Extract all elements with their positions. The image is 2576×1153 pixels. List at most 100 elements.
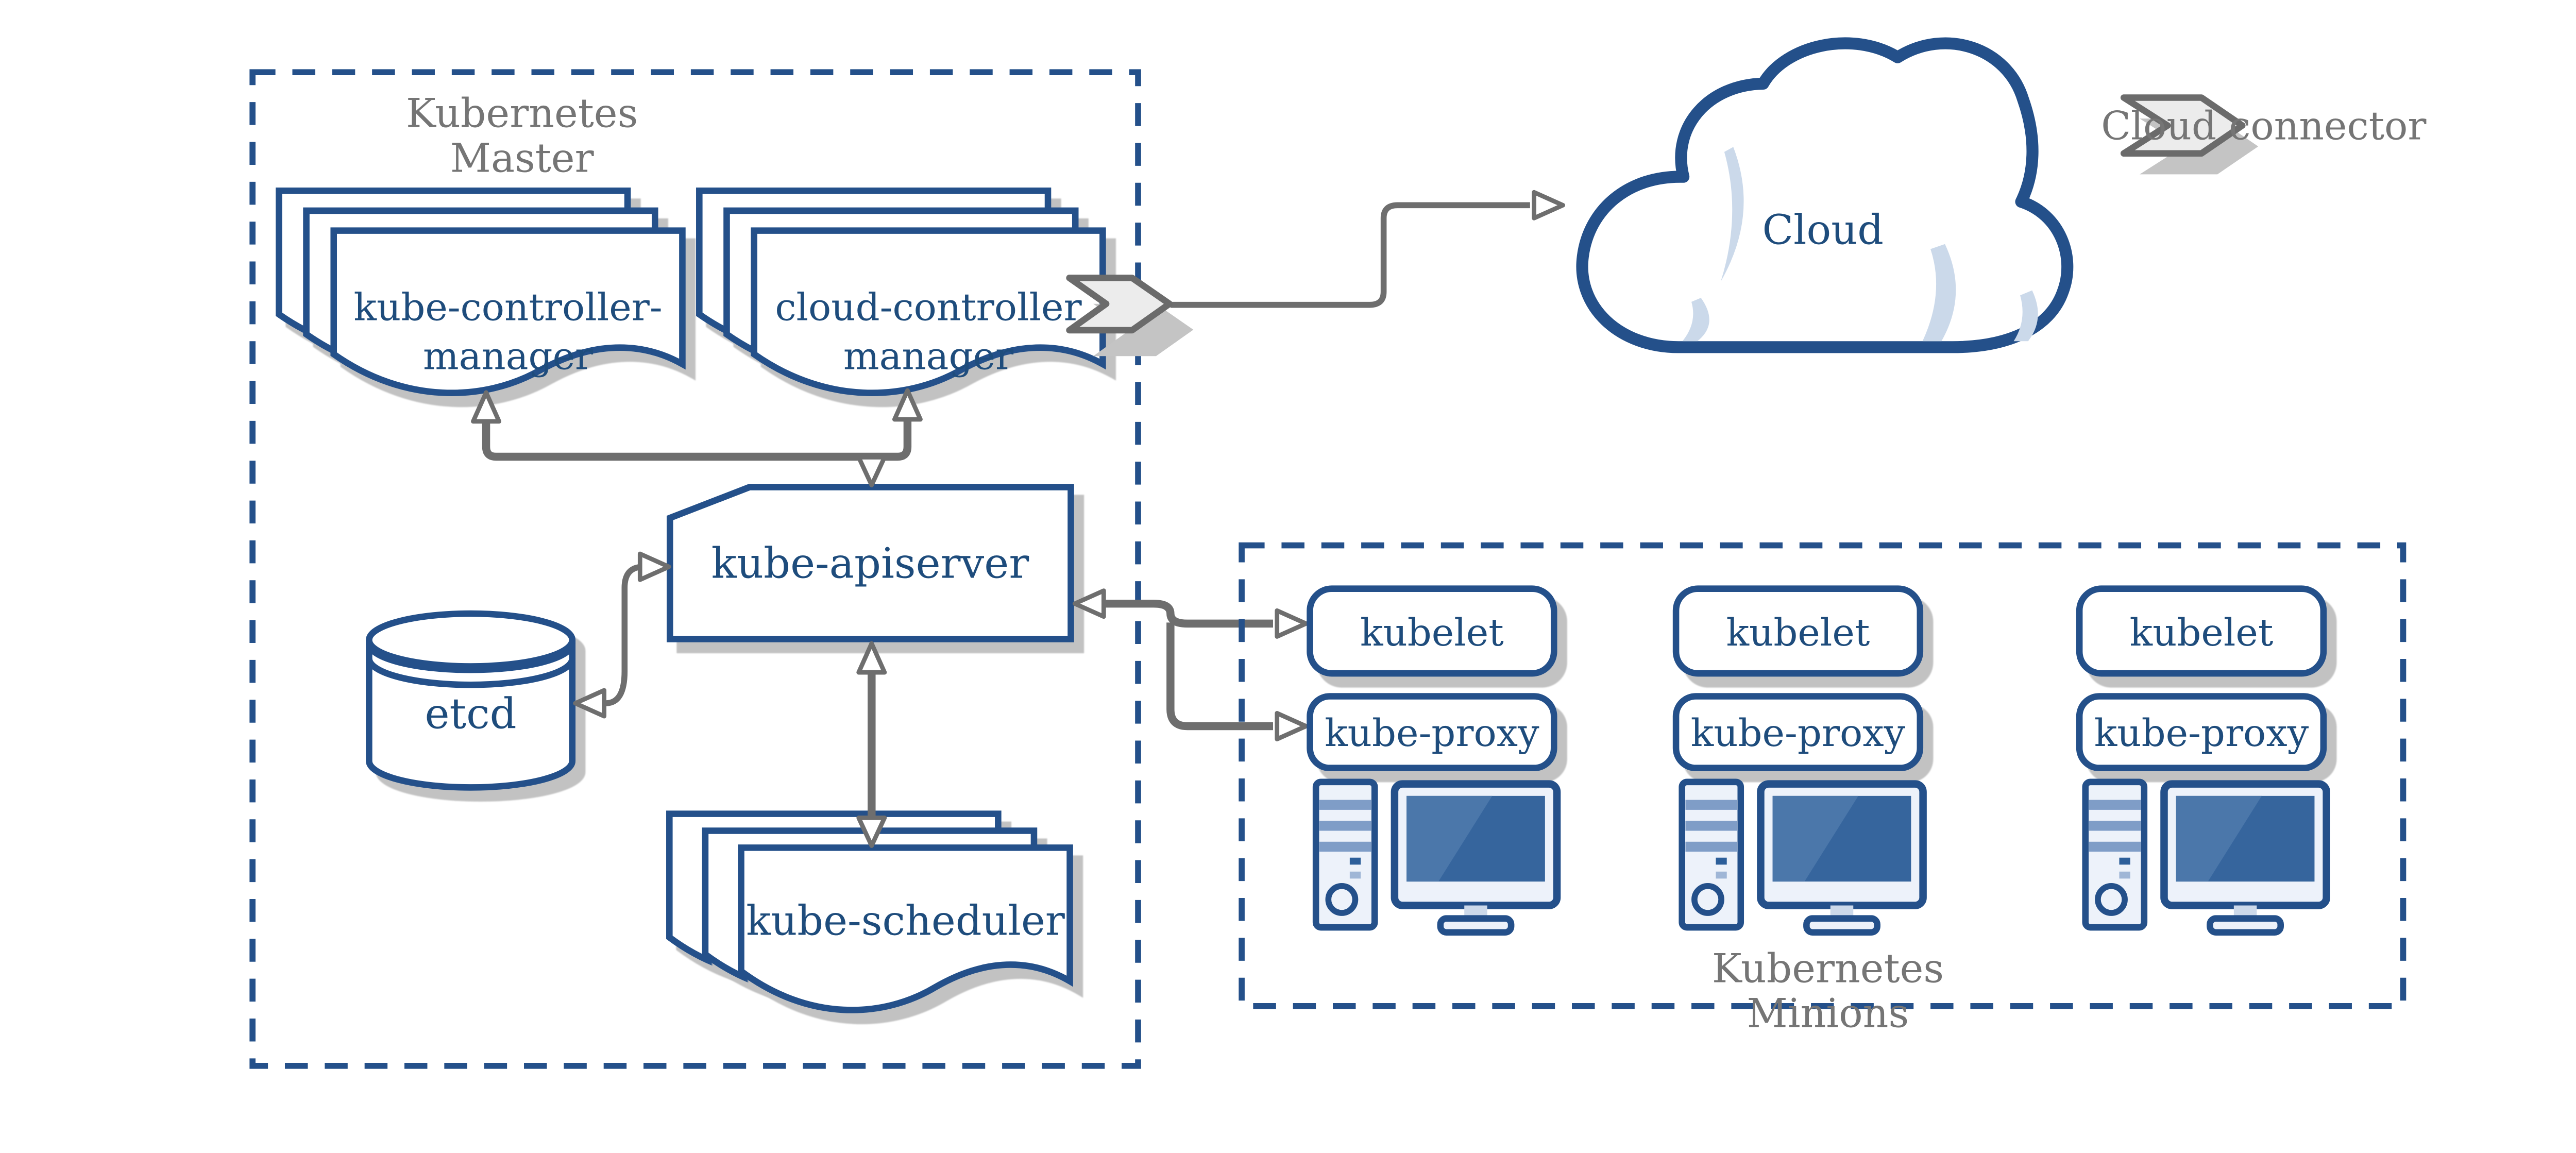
apiserver-scheduler-connector (856, 641, 887, 848)
computer-icon (2082, 778, 2330, 936)
kubelet-label: kubelet (1360, 611, 1504, 655)
computer-icon (1312, 778, 1561, 936)
tower-led-light (1349, 871, 1361, 879)
cylinder-rim-2 (366, 658, 576, 688)
monitor-screen-sheen (1406, 795, 1493, 882)
minion-node-1: kubelet kube-proxy (1307, 585, 1561, 936)
tower-power-button (1691, 883, 1724, 916)
tower-stripe (1319, 800, 1371, 810)
kubelet-label: kubelet (2130, 611, 2274, 655)
cloud-sliver-4 (2013, 290, 2038, 342)
cloud-label: Cloud (1762, 206, 1884, 254)
tower-stripe (2089, 821, 2141, 831)
kube-controller-manager-label-line1: kube-controller- (354, 286, 663, 330)
legend-label: Cloud connector (2101, 104, 2427, 149)
cloud-wire-connector (1170, 190, 1565, 308)
cloud-controller-manager-label-line1: cloud-controller (775, 286, 1082, 330)
kubelet-box (2076, 585, 2327, 677)
minion-node-2: kubelet kube-proxy (1672, 585, 1927, 936)
cloud-connector-chevron (1066, 275, 1194, 357)
kube-scheduler-label: kube-scheduler (746, 897, 1065, 945)
arrowhead-left-apiserver (1072, 588, 1106, 619)
cloud-sliver-1 (1721, 147, 1744, 282)
arrowhead-down-apiserver (856, 455, 887, 487)
monitor-icon (1391, 780, 1561, 936)
diagram-canvas: Kubernetes Master kube-controller- manag… (249, 37, 2427, 1069)
cloud-sliver-3 (1922, 244, 1956, 342)
kubelet-box (1672, 585, 1924, 677)
tower-led-dark (1349, 857, 1361, 865)
connector-kube-proxy-line (1166, 622, 1273, 731)
connector-kubelet-line (1105, 599, 1273, 628)
tower-led-dark (2119, 857, 2130, 865)
kubernetes-architecture-diagram: Kubernetes Master kube-controller- manag… (249, 37, 2427, 1069)
kubernetes-master-region: Kubernetes Master kube-controller- manag… (249, 69, 1141, 1069)
cylinder-top (366, 610, 576, 670)
kube-proxy-label: kube-proxy (1691, 711, 1906, 755)
monitor-screen-sheen (2176, 795, 2262, 882)
kube-apiserver-card: kube-apiserver (666, 484, 1074, 642)
master-title-line1: Kubernetes (406, 91, 638, 137)
tower-stripe (1685, 841, 1737, 852)
monitor-base (1437, 915, 1515, 936)
kube-proxy-label: kube-proxy (1325, 711, 1539, 755)
etcd-cylinder: etcd (366, 610, 576, 791)
tower-led-light (2119, 871, 2130, 879)
tower-led-light (1716, 871, 1727, 879)
document-shape-front (751, 227, 1106, 396)
etcd-apiserver-connector (573, 551, 671, 719)
cloud-sliver-2 (1682, 298, 1709, 342)
kubelet-box (1307, 585, 1557, 677)
master-boundary (249, 69, 1141, 1069)
cloud-controller-manager-stack: cloud-controller manager (696, 187, 1106, 396)
chevron-icon (1066, 275, 1173, 334)
tower-stripe (1319, 821, 1371, 831)
legend-chevron-icon (2120, 94, 2246, 157)
kube-controller-manager-label-line2: manager (423, 334, 594, 378)
document-shape-front (330, 227, 686, 396)
controllers-apiserver-connector (471, 388, 923, 487)
legend: Cloud connector (2101, 94, 2427, 175)
arrowhead-up-kube-controller (471, 390, 502, 424)
arrowhead-up-apiserver (856, 641, 887, 675)
arrowhead-left-etcd (573, 688, 607, 719)
monitor-icon (1757, 780, 1927, 936)
arrowhead-right-apiserver (637, 551, 671, 582)
kube-controller-manager-stack: kube-controller- manager (276, 187, 686, 396)
tower-power-button (1325, 883, 1359, 916)
master-title-line2: Master (450, 135, 594, 182)
minions-boundary (1239, 542, 2406, 1009)
arrowhead-right-kube-proxy (1275, 711, 1309, 741)
arrowhead-up-cloud-controller (892, 388, 923, 422)
kube-proxy-label: kube-proxy (2094, 711, 2309, 755)
tower-stripe (2089, 841, 2141, 852)
document-shape-front (738, 844, 1073, 1013)
kube-proxy-box (2076, 693, 2327, 771)
kube-proxy-box (1672, 693, 1924, 771)
tower-power-button (2095, 883, 2128, 916)
minion-node-3: kubelet kube-proxy (2076, 585, 2330, 936)
tower-stripe (2089, 800, 2141, 810)
kubernetes-minions-region: kubelet kube-proxy (1239, 542, 2406, 1037)
tower-stripe (1319, 841, 1371, 852)
kube-apiserver-label: kube-apiserver (711, 539, 1029, 588)
cloud-outline (1576, 37, 2074, 353)
minions-title-line1: Kubernetes (1712, 945, 1944, 992)
connector-line (1170, 202, 1530, 308)
arrowhead-down-scheduler (856, 816, 887, 848)
minions-title-line2: Minions (1747, 990, 1909, 1037)
cloud-controller-manager-label-line2: manager (843, 334, 1014, 378)
monitor-base (1803, 915, 1880, 936)
monitor-icon (2160, 780, 2330, 936)
connector-bar (482, 419, 912, 461)
etcd-label: etcd (425, 690, 517, 738)
monitor-screen-sheen (1772, 795, 1858, 882)
tower-stripe (1685, 821, 1737, 831)
monitor-base (2207, 915, 2284, 936)
kube-scheduler-stack: kube-scheduler (666, 810, 1073, 1013)
computer-icon (1679, 778, 1927, 936)
tower-stripe (1685, 800, 1737, 810)
connectors (471, 190, 1565, 848)
cylinder-body (366, 640, 576, 791)
tower-led-dark (1716, 857, 1727, 865)
